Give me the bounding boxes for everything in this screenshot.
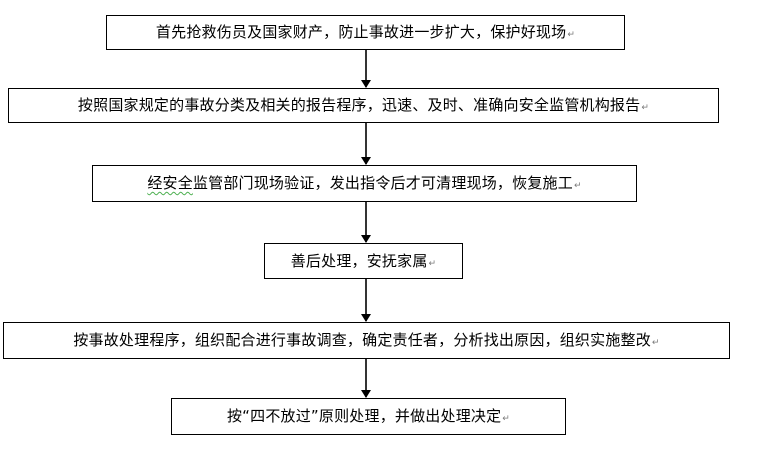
- step-text: 按“四不放过”原则处理，并做出处理决定: [226, 407, 502, 425]
- step-verify-and-resume-work: 经安全监管部门现场验证，发出指令后才可清理现场，恢复施工 ↵: [92, 165, 637, 202]
- paragraph-mark-icon: ↵: [567, 30, 576, 40]
- paragraph-mark-icon: ↵: [573, 181, 582, 191]
- step-text: 首先抢救伤员及国家财产，防止事故进一步扩大，保护好现场: [155, 23, 567, 41]
- paragraph-mark-icon: ↵: [641, 103, 650, 113]
- step-text: 善后处理，安抚家属: [290, 251, 428, 270]
- step-report-to-authority: 按照国家规定的事故分类及相关的报告程序，迅速、及时、准确向安全监管机构报告 ↵: [8, 88, 719, 123]
- step-rescue-and-protect-scene: 首先抢救伤员及国家财产，防止事故进一步扩大，保护好现场 ↵: [106, 15, 625, 50]
- step-text: 监管部门现场验证，发出指令后才可清理现场，恢复施工: [192, 174, 573, 192]
- step-investigate-and-rectify: 按事故处理程序，组织配合进行事故调查，确定责任者，分析找出原因，组织实施整改 ↵: [3, 322, 730, 359]
- paragraph-mark-icon: ↵: [502, 414, 511, 424]
- step-aftermath-family: 善后处理，安抚家属 ↵: [264, 243, 463, 279]
- step-text: 按照国家规定的事故分类及相关的报告程序，迅速、及时、准确向安全监管机构报告: [77, 96, 641, 114]
- paragraph-mark-icon: ↵: [651, 338, 660, 348]
- spellcheck-underlined-text: 经安全: [147, 174, 193, 192]
- step-text: 按事故处理程序，组织配合进行事故调查，确定责任者，分析找出原因，组织实施整改: [73, 331, 651, 349]
- paragraph-mark-icon: ↵: [428, 258, 437, 269]
- step-four-no-release-decision: 按“四不放过”原则处理，并做出处理决定 ↵: [171, 398, 566, 435]
